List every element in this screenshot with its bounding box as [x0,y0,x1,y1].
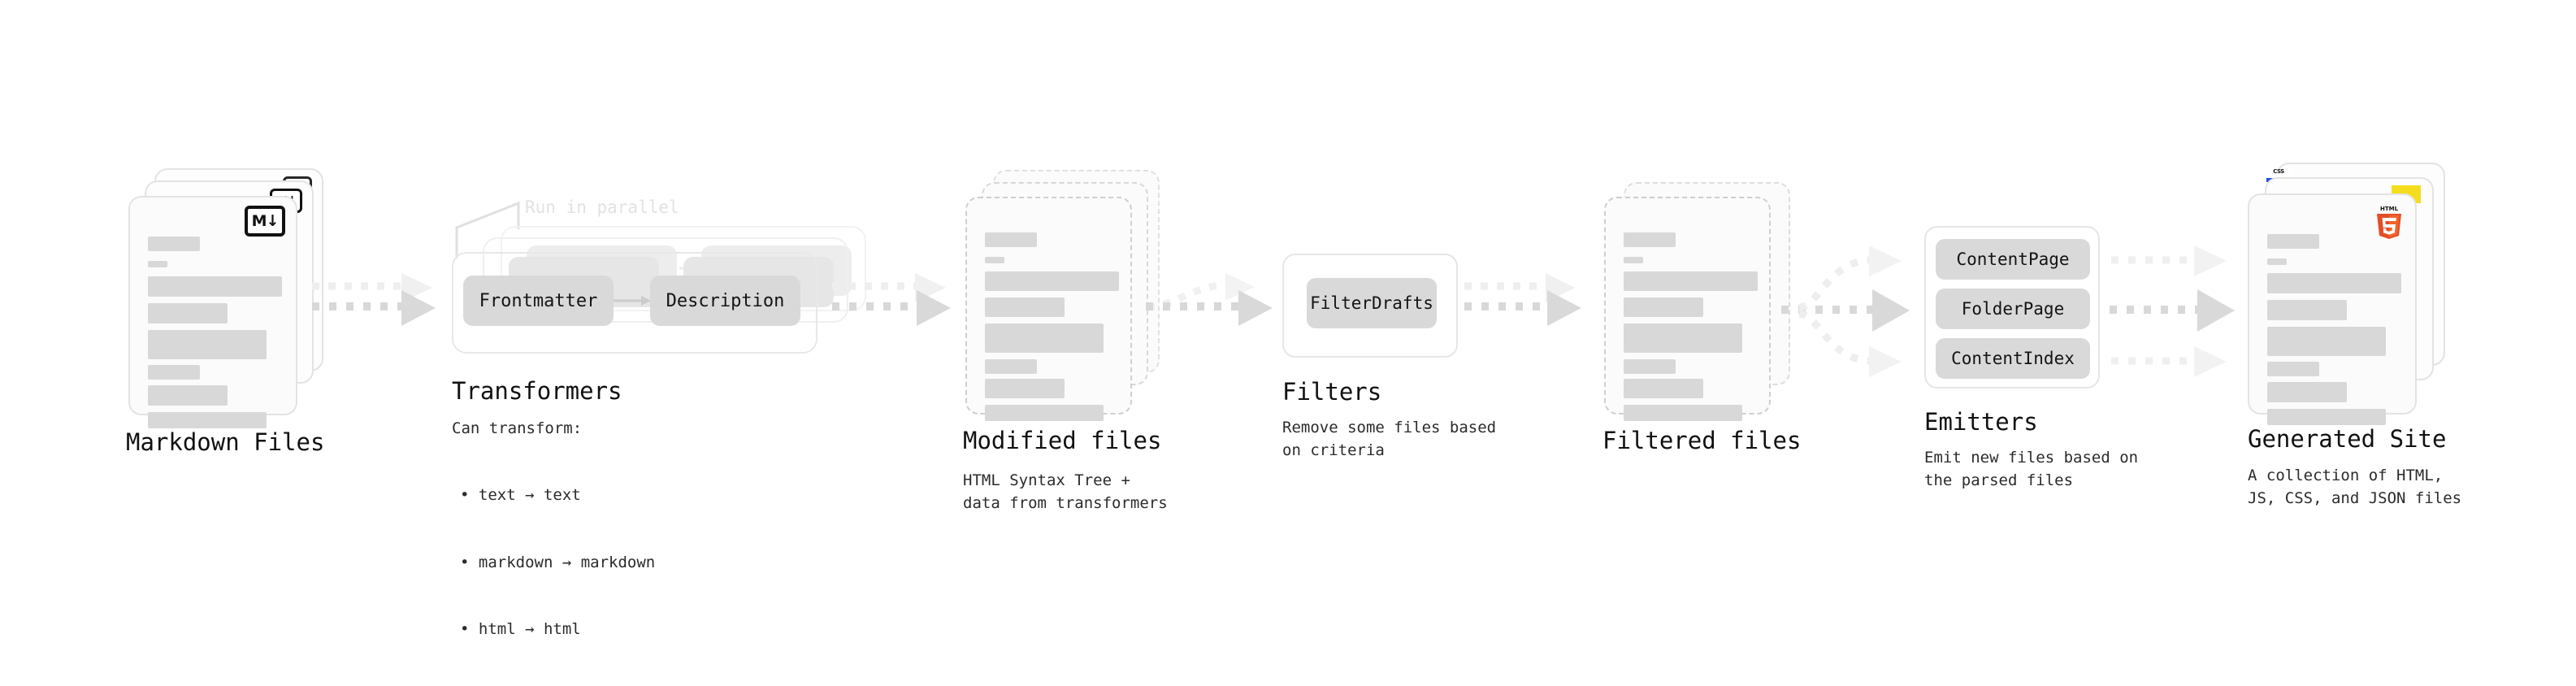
html5-badge-icon: HTML [2373,203,2405,241]
stage-title-filters: Filters [1282,378,1382,406]
filter-node-filterdrafts[interactable]: FilterDrafts [1307,278,1437,328]
svg-text:HTML: HTML [2380,206,2399,212]
connector-markdown-to-transformers [310,268,449,345]
connector-filters-to-filtered [1463,268,1601,345]
stage-caption-generated-site: A collection of HTML, JS, CSS, and JSON … [2248,467,2462,507]
stage-title-generated-site: Generated Site [2248,425,2447,453]
transformers-bullet-text: • text → text [460,486,581,505]
stage-title-emitters: Emitters [1924,408,2038,436]
filters-panel: FilterDrafts [1282,254,1458,358]
run-in-parallel-leader [455,195,569,263]
emitter-node-contentpage[interactable]: ContentPage [1936,239,2090,280]
site-card-front: HTML [2248,193,2417,425]
stage-caption-modified-files: HTML Syntax Tree + data from transformer… [963,471,1168,512]
transformer-group-front: Frontmatter Description [452,252,817,354]
stage-title-markdown-files: Markdown Files [126,428,325,456]
transformer-node-description[interactable]: Description [650,276,800,326]
markdown-card-front: M↓ [128,196,297,428]
connector-modified-to-filters [1144,268,1299,345]
stage-caption-transformers: Can transform: [452,419,583,437]
stage-caption-filters: Remove some files based on criteria [1282,419,1497,459]
emitters-panel: ContentPage FolderPage ContentIndex [1924,226,2100,389]
connector-filtered-to-emitters [1781,232,1944,390]
transformers-bullet-markdown: • markdown → markdown [460,553,656,571]
stage-title-transformers: Transformers [452,377,622,405]
stage-title-modified-files: Modified files [963,427,1162,454]
transformers-bullet-list: • text → text • markdown → markdown • ht… [460,440,655,686]
emitter-node-folderpage[interactable]: FolderPage [1936,289,2090,329]
filtered-card-front [1604,197,1771,421]
markdown-badge-icon: M↓ [245,206,285,237]
stage-title-filtered-files: Filtered files [1602,427,1802,454]
transformer-node-frontmatter[interactable]: Frontmatter [463,276,614,326]
connector-transformers-to-modified [830,268,969,345]
transformers-bullet-html: • html → html [460,620,581,639]
stage-caption-emitters: Emit new files based on the parsed files [1924,449,2139,489]
run-in-parallel-label: Run in parallel [525,198,679,217]
modified-card-front [965,197,1132,421]
connector-emitters-to-site [2108,232,2262,390]
emitter-node-contentindex[interactable]: ContentIndex [1936,338,2090,379]
